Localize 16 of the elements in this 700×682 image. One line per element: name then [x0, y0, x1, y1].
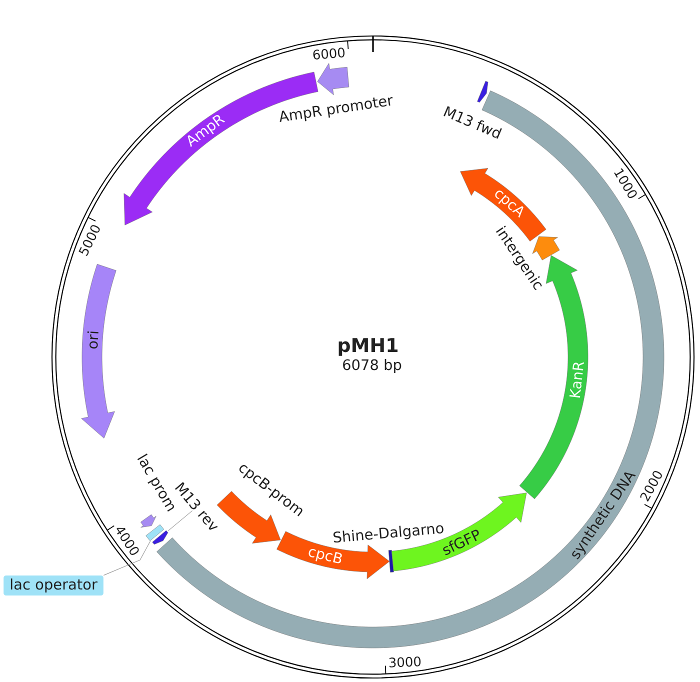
feature-segment: [140, 514, 156, 528]
tick-label: 2000: [640, 470, 662, 502]
size-label: 6078 bp: [343, 358, 402, 373]
feature-segment: [317, 63, 350, 96]
tick-label: 5000: [78, 225, 100, 256]
tick-label: 6000: [313, 48, 345, 60]
label-box: lac operator: [4, 576, 104, 596]
feature-label: M13 fwd: [444, 106, 502, 139]
leader-line: [168, 510, 193, 532]
feature-band: [388, 550, 394, 572]
feature-segment: [152, 530, 168, 545]
feature-band: [146, 524, 164, 541]
feature-segment: ori: [81, 264, 116, 438]
feature-segment: [477, 80, 488, 103]
leader-line: [103, 540, 151, 576]
plasmid-name: pMH1: [338, 338, 398, 356]
